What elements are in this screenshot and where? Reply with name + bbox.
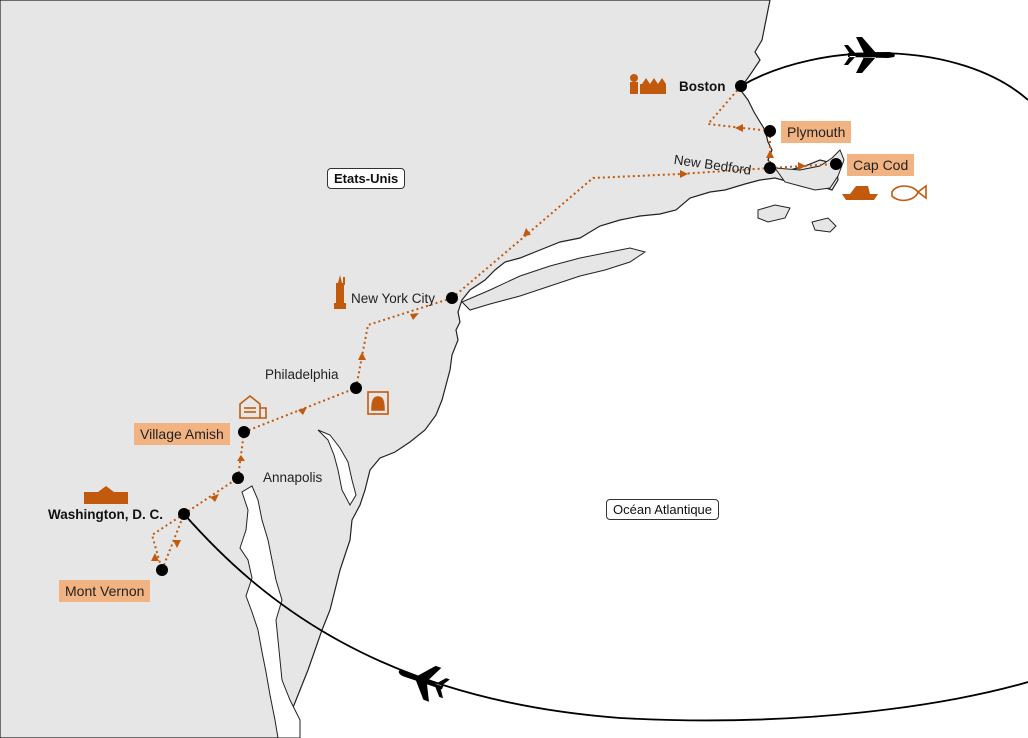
airplane-icon [844, 37, 895, 73]
city-label-philadelphia: Philadelphia [265, 367, 339, 382]
route-arrows [151, 124, 806, 561]
nantucket [811, 217, 837, 233]
statue-of-liberty-icon [334, 275, 346, 309]
long-island [461, 247, 647, 311]
city-label-annapolis: Annapolis [263, 470, 323, 485]
city-dots [156, 80, 842, 576]
stop-label-mont-vernon: Mont Vernon [59, 580, 151, 602]
ocean-label: Océan Atlantique [606, 499, 720, 520]
white-house-icon [84, 486, 128, 504]
cape-cod [773, 149, 845, 191]
stop-label-plymouth: Plymouth [781, 121, 852, 143]
stop-label-village-amish: Village Amish [134, 423, 230, 445]
city-label-washington: Washington, D. C. [48, 507, 163, 522]
land-mass [0, 0, 839, 738]
yacht-icon [842, 186, 878, 200]
martha-vineyard [757, 204, 791, 223]
city-label-boston: Boston [679, 79, 726, 94]
whale-icon [891, 184, 927, 202]
stop-label-cap-cod: Cap Cod [847, 154, 915, 176]
city-label-new-york: New York City [351, 291, 436, 306]
country-label: Etats-Unis [327, 168, 406, 189]
flight-path [740, 52, 1028, 101]
chesapeake-bay [239, 485, 301, 738]
amish-barn-icon [239, 394, 267, 419]
liberty-bell-icon [367, 391, 389, 415]
boston-tea-party-icon [630, 74, 666, 94]
flight-path-return [183, 513, 1028, 722]
delaware-bay [317, 429, 357, 507]
airplane-icon [398, 665, 450, 702]
